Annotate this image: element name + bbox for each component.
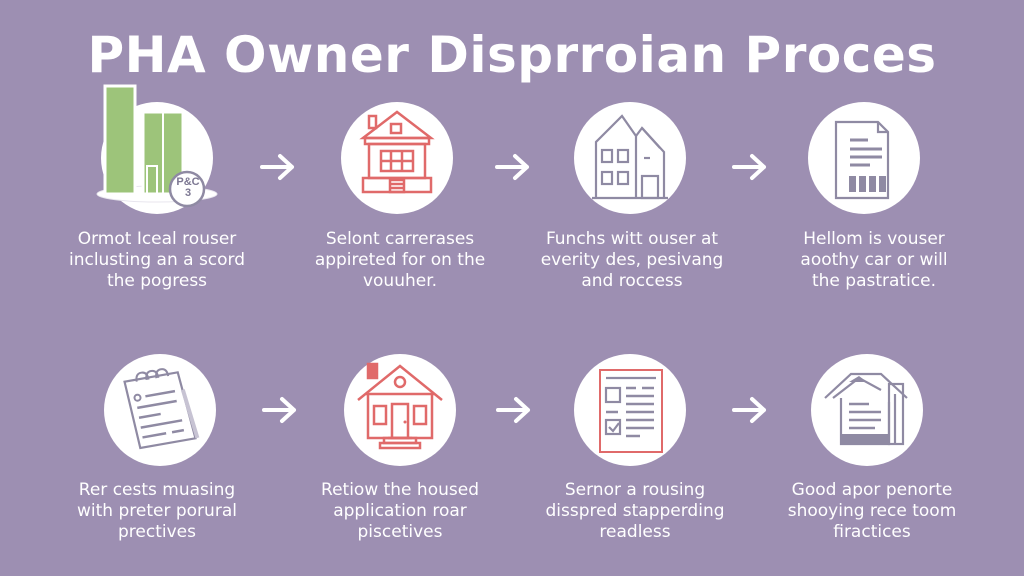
arrow-right-icon	[260, 395, 300, 425]
page-title: PHA Owner Disprroian Proces	[87, 26, 937, 84]
document-icon	[834, 120, 890, 200]
green-buildings-icon	[96, 84, 218, 208]
step-3-caption: Funchs witt ouser at everity des, pesiva…	[540, 229, 724, 291]
step-4-circle	[808, 102, 920, 214]
red-house-icon	[359, 110, 435, 194]
townhouse-icon	[592, 114, 668, 200]
arrow-right-icon	[493, 152, 533, 182]
checklist-icon	[599, 369, 663, 453]
step-3-circle	[574, 102, 686, 214]
step-6-circle	[344, 354, 456, 466]
step-8-circle	[811, 354, 923, 466]
step-8-caption: Good apor penorte shooying rece toom fir…	[787, 480, 957, 542]
step-4-caption: Hellom is vouser aoothy car or will the …	[800, 229, 948, 291]
step-1-badge: P&C 3	[176, 176, 200, 199]
step-2-circle	[341, 102, 453, 214]
step-5-circle	[104, 354, 216, 466]
step-1-caption: Ormot Iceal rouser inclusting an a scord…	[68, 229, 246, 291]
step-6-caption: Retiow the housed application roar pisce…	[321, 480, 479, 542]
arrow-right-icon	[730, 395, 770, 425]
step-5-caption: Rer cests muasing with preter porural pr…	[77, 480, 237, 542]
arrow-right-icon	[258, 152, 298, 182]
house-document-icon	[824, 372, 908, 446]
step-7-circle	[574, 354, 686, 466]
arrow-right-icon	[494, 395, 534, 425]
arrow-right-icon	[730, 152, 770, 182]
step-2-caption: Selont carrerases appireted for on the v…	[314, 229, 486, 291]
house-door-icon	[357, 362, 443, 450]
step-1-circle: P&C 3	[96, 84, 218, 214]
notepad-icon	[123, 368, 200, 450]
step-7-caption: Sernor a rousing disspred stapperding re…	[545, 480, 725, 542]
